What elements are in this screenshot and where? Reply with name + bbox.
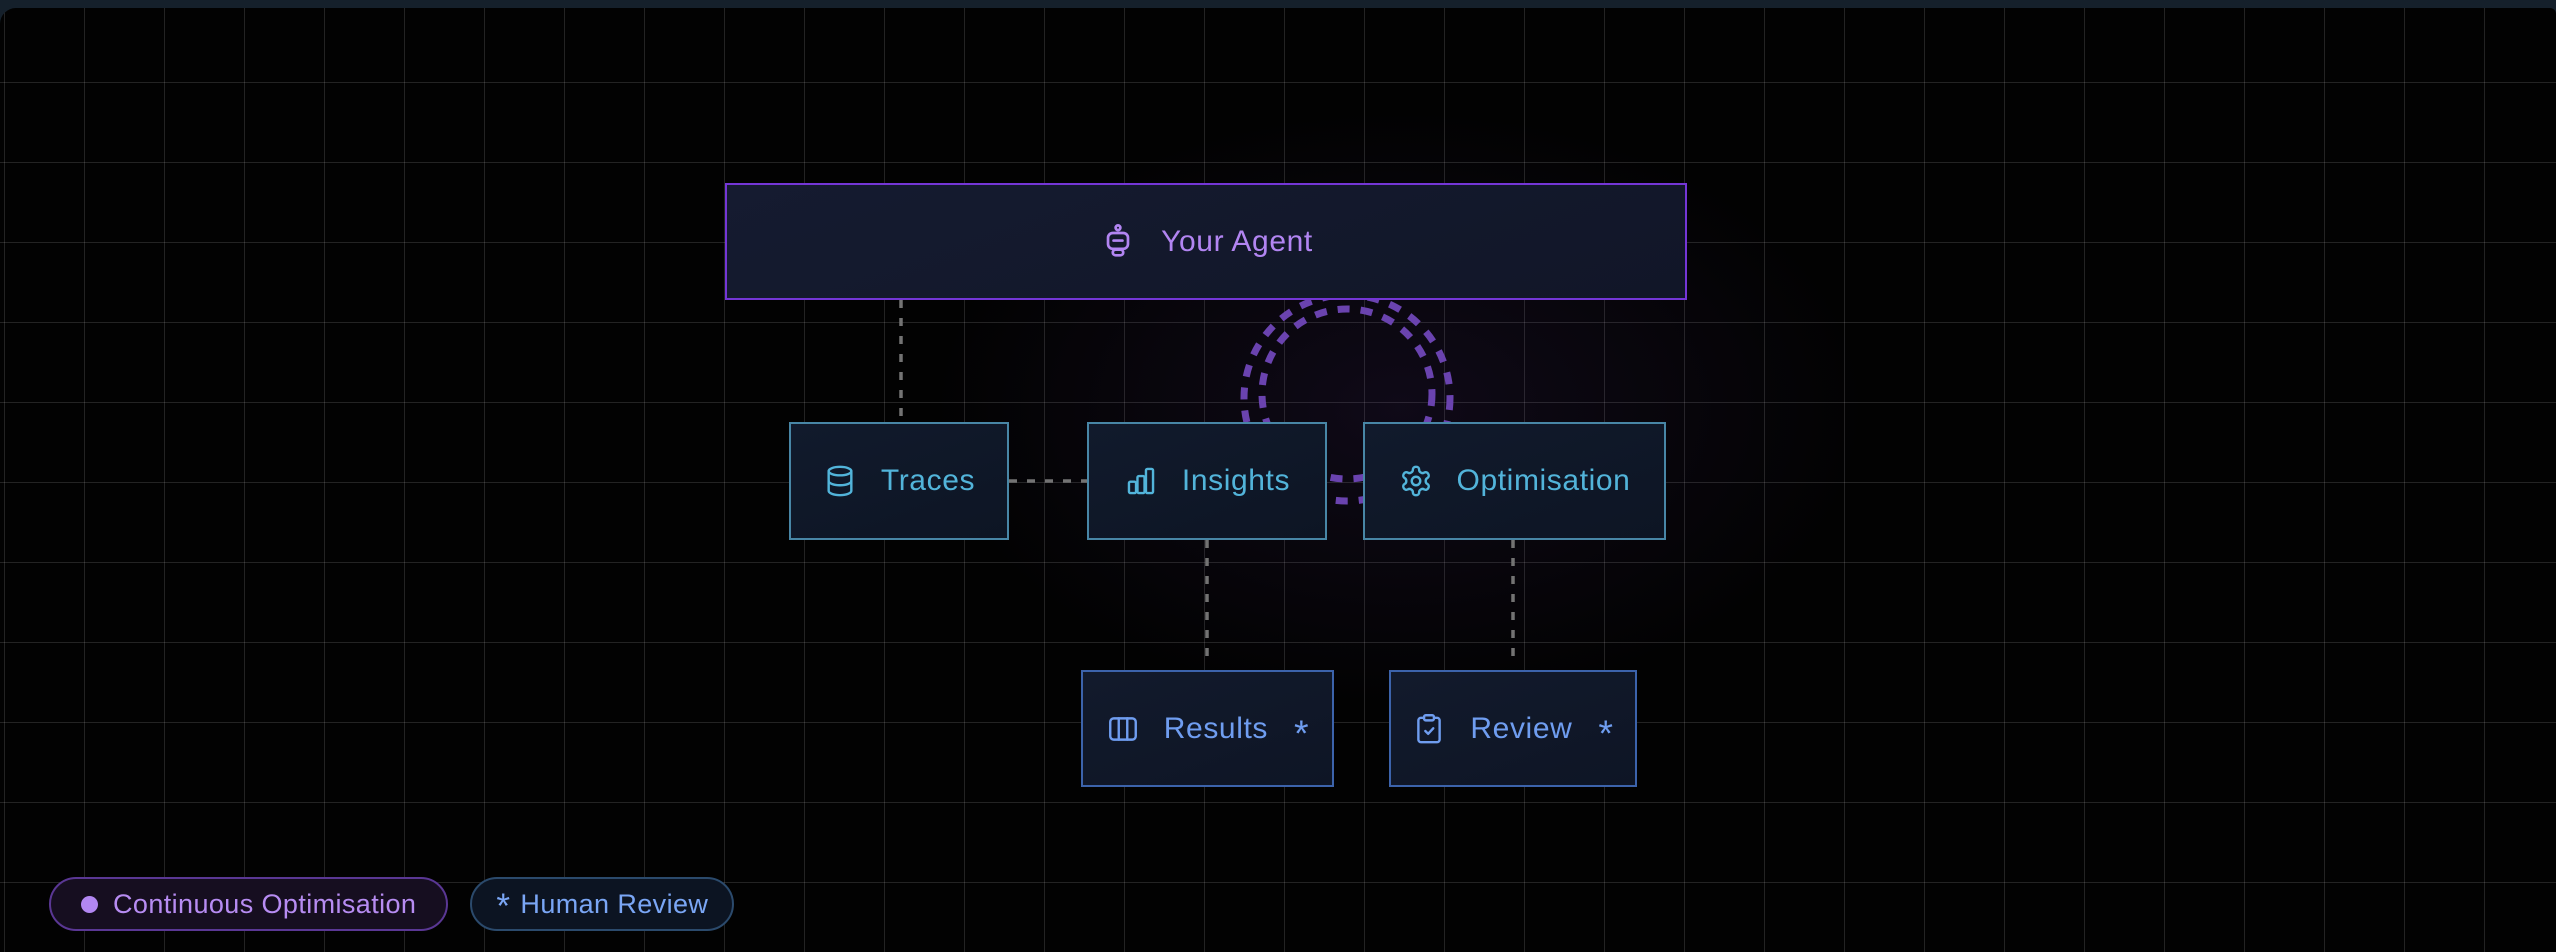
legend: Continuous Optimisation * Human Review (49, 877, 735, 931)
node-insights[interactable]: Insights (1087, 422, 1327, 540)
bar-chart-icon (1124, 464, 1158, 498)
purple-dot-icon (81, 895, 98, 913)
legend-label: Human Review (520, 888, 709, 919)
gear-icon (1399, 464, 1433, 498)
columns-icon (1106, 712, 1140, 746)
clipboard-check-icon (1412, 712, 1446, 746)
node-optimisation[interactable]: Optimisation (1363, 422, 1666, 540)
node-traces[interactable]: Traces (789, 422, 1009, 540)
node-results[interactable]: Results * (1081, 670, 1334, 787)
node-your-agent[interactable]: Your Agent (725, 183, 1687, 300)
legend-human-review: * Human Review (470, 877, 735, 931)
node-label: Optimisation (1456, 464, 1631, 497)
continuous-optimisation-loop-inner (1258, 305, 1436, 483)
diagram-canvas: Your Agent Traces Insights (0, 8, 2556, 952)
legend-label: Continuous Optimisation (113, 888, 417, 919)
node-label: Your Agent (1161, 224, 1313, 258)
node-label: Results (1163, 711, 1269, 745)
database-icon (823, 464, 857, 498)
node-label: Insights (1181, 464, 1291, 497)
node-label: Review (1470, 711, 1573, 745)
node-label: Traces (880, 464, 976, 497)
bot-icon (1099, 223, 1137, 261)
legend-continuous-optimisation: Continuous Optimisation (49, 877, 449, 931)
node-review[interactable]: Review * (1389, 670, 1637, 787)
